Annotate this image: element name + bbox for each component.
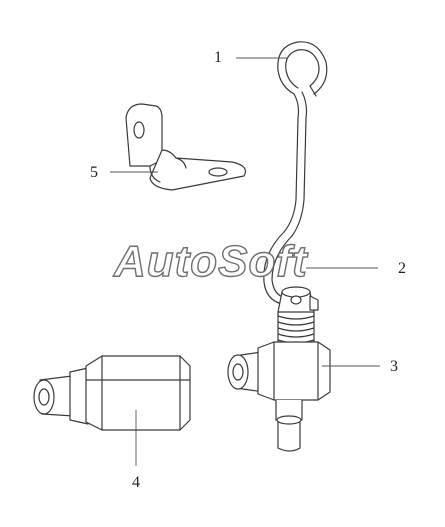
callout-4: 4 xyxy=(132,474,140,491)
callout-3: 3 xyxy=(390,358,398,375)
callouts: 1 2 3 4 5 xyxy=(90,49,406,491)
callout-2: 2 xyxy=(398,260,406,277)
callout-1: 1 xyxy=(214,49,222,66)
part-3-tee-valve xyxy=(227,341,331,452)
part-4-hex-coupling xyxy=(33,355,191,431)
part-2-banjo-fitting xyxy=(277,286,319,345)
part-5-bracket xyxy=(125,103,247,191)
part-1-hook-rod xyxy=(263,41,328,305)
autosoft-watermark: AutoSoft xyxy=(113,237,309,286)
leader-lines xyxy=(110,57,380,466)
callout-5: 5 xyxy=(90,164,98,181)
